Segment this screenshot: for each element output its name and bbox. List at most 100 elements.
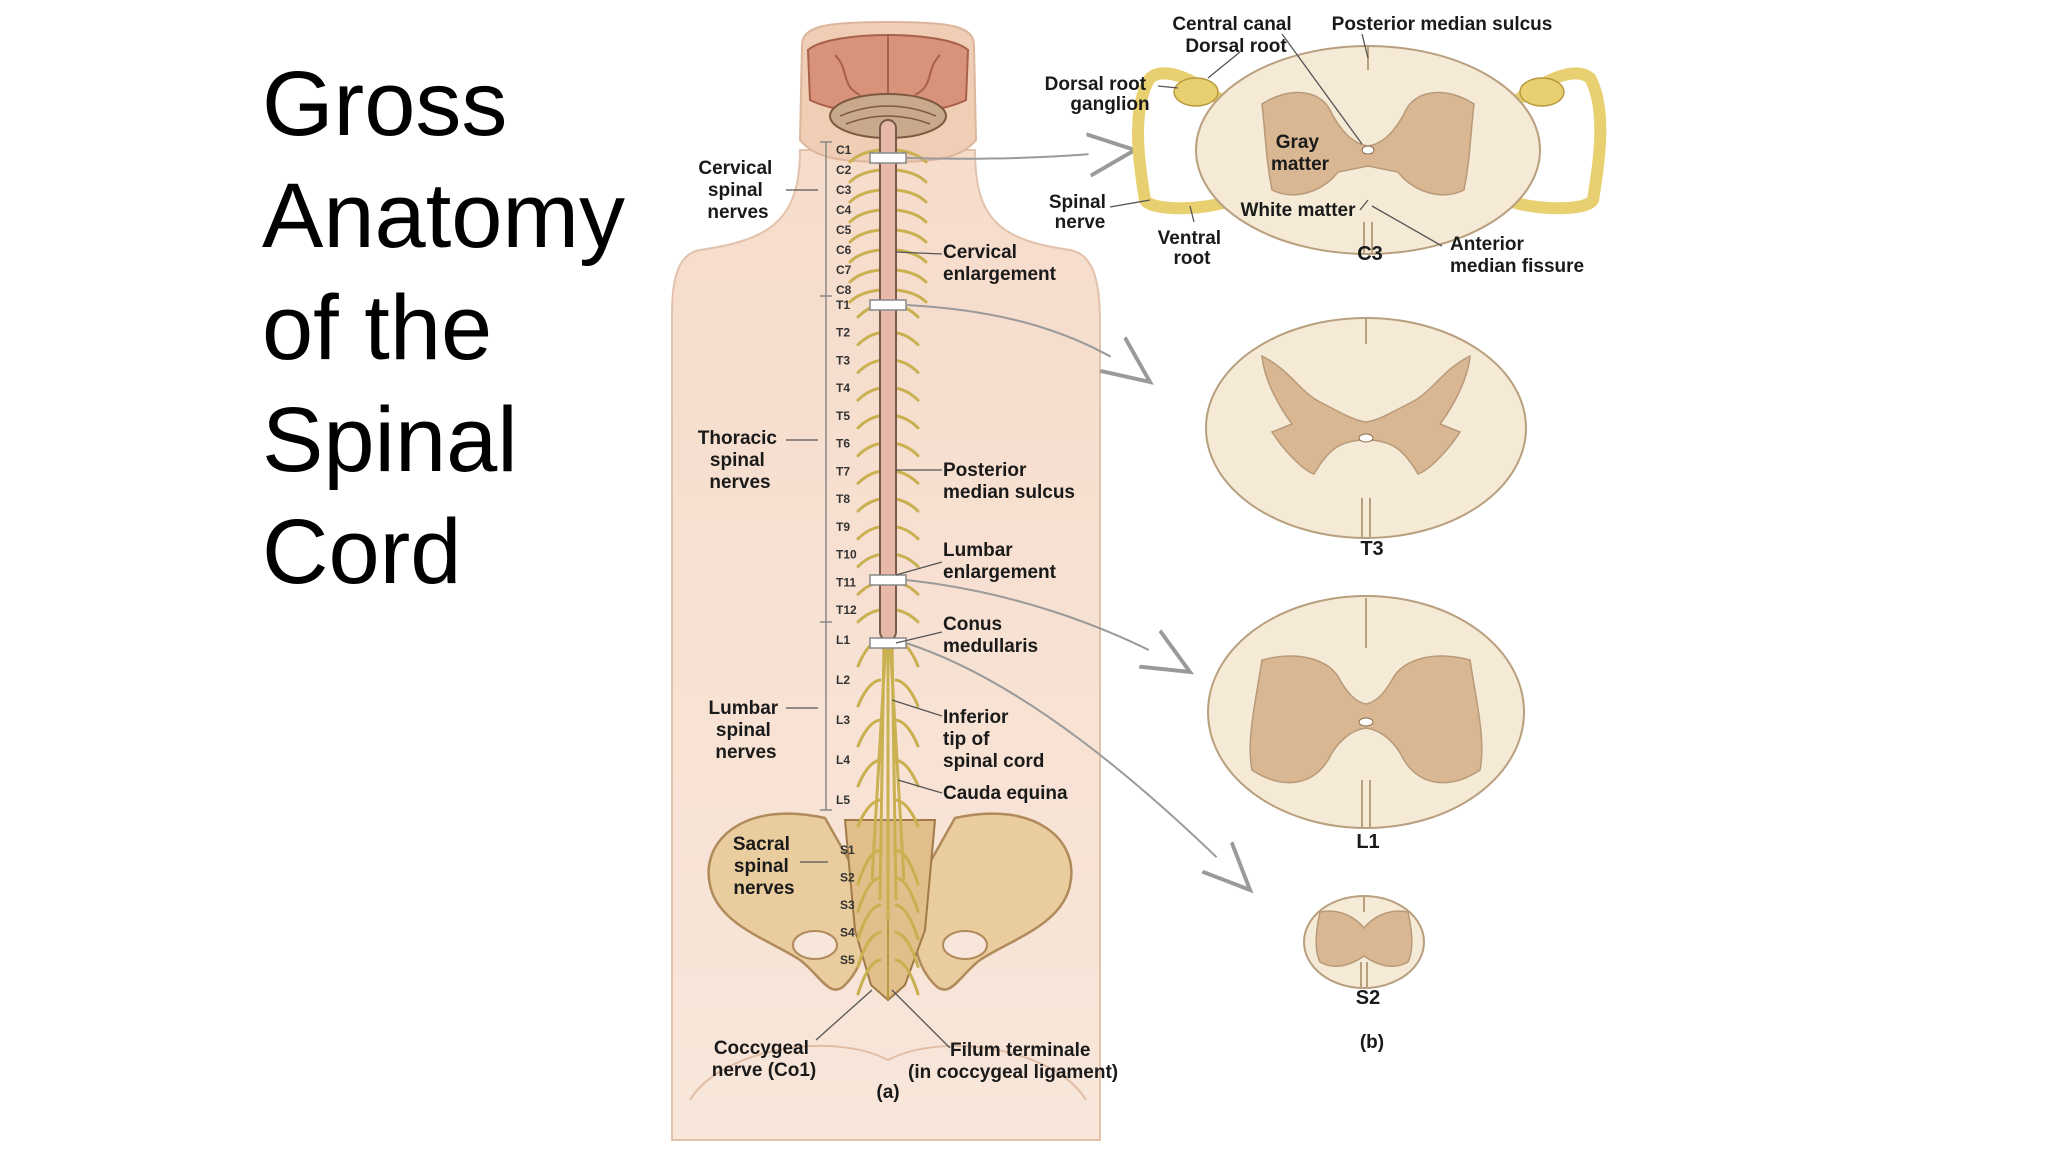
gray-matter-t3 — [1261, 354, 1471, 475]
spinal-nerve-branch — [894, 718, 920, 748]
title-line: Anatomy — [262, 165, 626, 267]
segment-label: L3 — [836, 713, 850, 727]
segment-label: C8 — [836, 283, 852, 297]
label-ventral-root: Ventral root — [1158, 228, 1227, 269]
label-gray-matter: Gray matter — [1271, 132, 1330, 175]
label-dorsal-root: Dorsal root — [1185, 36, 1287, 57]
spinal-nerve-branch — [894, 525, 920, 541]
spinal-nerve-branch — [894, 848, 920, 886]
label-cervical-spinal-nerves: Cervical spinal nerves — [698, 158, 777, 223]
label-coccygeal-nerve: Coccygeal nerve (Co1) — [712, 1038, 817, 1081]
spinal-nerve-branch — [856, 553, 882, 569]
central-canal-l1 — [1358, 717, 1374, 727]
section-label-s2: S2 — [1356, 987, 1380, 1009]
segment-label: T1 — [836, 298, 850, 312]
label-lumbar-spinal-nerves: Lumbar spinal nerves — [709, 698, 784, 763]
spinal-nerve-branch — [848, 228, 882, 244]
label-posterior-median-sulcus-c3: Posterior median sulcus — [1332, 14, 1553, 35]
spinal-nerve-branch — [894, 228, 928, 244]
segment-label: C5 — [836, 223, 852, 237]
segment-label: T11 — [836, 575, 856, 589]
cross-section-t3 — [1205, 317, 1527, 539]
segment-label: S5 — [840, 953, 855, 967]
spinal-nerve-branch — [894, 876, 920, 913]
spinal-nerve-branch — [856, 414, 882, 430]
segment-label: L2 — [836, 673, 850, 687]
central-canal-t3 — [1358, 433, 1374, 443]
spinal-nerve-branch — [856, 903, 882, 941]
spinal-nerve-branch — [894, 188, 928, 204]
leader-lines — [786, 189, 951, 1049]
title-line: Gross — [262, 53, 508, 155]
central-canal — [1361, 145, 1375, 155]
spinal-nerve-branch — [894, 331, 920, 347]
c3-labels: Central canal Posterior median sulcus Do… — [1045, 14, 1584, 277]
label-anterior-median-fissure: Anterior median fissure — [1450, 234, 1584, 277]
segment-label: T5 — [836, 409, 850, 423]
segment-label: T9 — [836, 520, 850, 534]
section-label-l1: L1 — [1356, 831, 1379, 853]
spinal-nerve-branch — [848, 208, 882, 224]
segment-label: C7 — [836, 263, 852, 277]
spinal-nerve-branch — [856, 608, 882, 624]
segment-label: T4 — [836, 381, 850, 395]
spinal-nerve-branch — [894, 903, 920, 941]
panel-b-label: (b) — [1360, 1032, 1384, 1053]
segment-labels: C1C2C3C4C5C6C7C8T1T2T3T4T5T6T7T8T9T10T11… — [836, 143, 857, 967]
segment-label: T8 — [836, 492, 850, 506]
gray-matter-s2 — [1315, 910, 1413, 968]
label-inferior-tip: Inferior tip of spinal cord — [943, 707, 1044, 772]
label-conus-medullaris: Conus medullaris — [943, 614, 1038, 657]
left-labels: Cervical spinal nerves Thoracic spinal n… — [698, 158, 817, 1081]
spinal-nerve-branch — [848, 248, 882, 264]
segment-label: L4 — [836, 753, 850, 767]
spinal-nerve-branch — [856, 678, 882, 708]
cross-section-s2 — [1303, 895, 1425, 989]
segment-label: L5 — [836, 793, 850, 807]
segment-label: T3 — [836, 353, 850, 367]
dorsal-root-right — [1500, 67, 1607, 215]
segment-scale — [820, 141, 832, 811]
spinal-nerve-branch — [856, 848, 882, 886]
spinal-nerve-branch — [856, 358, 882, 374]
spinal-nerve-branch — [894, 442, 920, 458]
spinal-nerve-branch — [894, 386, 920, 402]
spinal-nerve-branch — [848, 288, 882, 304]
right-labels: Cervical enlargement Posterior median su… — [908, 242, 1118, 1083]
segment-label: C2 — [836, 163, 852, 177]
spinal-nerve-branch — [894, 497, 920, 513]
spinal-nerve-branch — [894, 268, 928, 284]
spinal-nerve-branch — [848, 148, 882, 164]
spinal-nerve-branch — [856, 958, 882, 996]
spinal-nerve-branch — [894, 931, 920, 968]
segment-label: T2 — [836, 326, 850, 340]
cauda-equina — [870, 639, 906, 920]
spinal-nerve-branch — [856, 442, 882, 458]
segment-label: T6 — [836, 437, 850, 451]
section-arrows — [905, 150, 1250, 890]
spinal-nerve-branch — [894, 288, 928, 304]
label-thoracic-spinal-nerves: Thoracic spinal nerves — [698, 428, 782, 493]
panel-a-label: (a) — [876, 1082, 899, 1103]
segment-label: C6 — [836, 243, 852, 257]
segment-label: C3 — [836, 183, 852, 197]
spinal-nerve-branch — [894, 358, 920, 374]
label-spinal-nerve: Spinal nerve — [1049, 192, 1111, 233]
spinal-nerve-branch — [894, 608, 920, 624]
spinal-nerve-branch — [856, 331, 882, 347]
spinal-nerve-branch — [856, 386, 882, 402]
dorsal-root-ganglion — [1173, 77, 1219, 107]
dorsal-root-left — [1132, 67, 1238, 215]
cross-section-l1 — [1207, 595, 1525, 829]
gray-matter-c3 — [1261, 91, 1475, 196]
spinal-nerve-branch — [894, 208, 928, 224]
spinal-nerve-branch — [894, 414, 920, 430]
segment-label: C1 — [836, 143, 852, 157]
segment-label: T10 — [836, 548, 857, 562]
title-line: Spinal — [262, 389, 518, 491]
spinal-nerve-branch — [856, 876, 882, 913]
label-dorsal-root-ganglion: Dorsal root ganglion — [1045, 74, 1152, 115]
segment-label: S4 — [840, 926, 855, 940]
segment-label: S3 — [840, 898, 855, 912]
